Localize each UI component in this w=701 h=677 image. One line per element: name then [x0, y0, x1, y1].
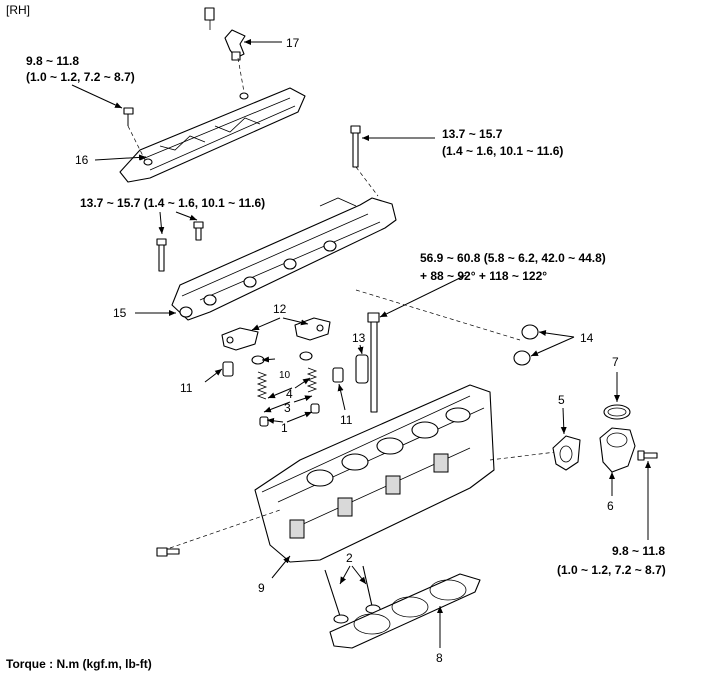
torque-outlet-line1: 9.8 ~ 11.8	[612, 544, 665, 558]
callout-13: 13	[352, 331, 366, 345]
head-gasket-8	[329, 573, 481, 649]
plugs-14	[513, 324, 539, 366]
outlet-bolt	[637, 450, 658, 461]
callout-1: 1	[281, 421, 288, 435]
callout-11-left: 11	[180, 381, 193, 395]
callout-11-right: 11	[340, 413, 353, 427]
upper-bolt	[350, 125, 379, 197]
torque-outlet-line2: (1.0 ~ 1.2, 7.2 ~ 8.7)	[557, 563, 666, 577]
tube-13	[355, 354, 369, 384]
callout-5: 5	[558, 393, 565, 407]
o-ring-7	[603, 404, 631, 420]
torque-headbolt-line2: + 88 ~ 92° + 118 ~ 122°	[420, 269, 547, 283]
rocker-arms-12	[221, 317, 331, 351]
water-outlet-6	[599, 427, 636, 473]
callout-3: 3	[284, 401, 291, 415]
retainer-10	[251, 351, 313, 365]
callout-4: 4	[286, 387, 293, 401]
callout-12: 12	[273, 302, 287, 316]
callout-10: 10	[279, 370, 291, 381]
sensor-17	[204, 7, 246, 61]
leader-lines	[71, 39, 651, 648]
cover-bolt-16	[123, 107, 146, 161]
torque-headbolt-line1: 56.9 ~ 60.8 (5.8 ~ 6.2, 42.0 ~ 44.8)	[420, 251, 606, 265]
head-bolt	[367, 312, 380, 413]
callout-17: 17	[286, 36, 300, 50]
gasket-5	[552, 435, 581, 471]
carrier-bolts-15	[156, 221, 204, 272]
callout-16: 16	[75, 153, 89, 167]
callout-7: 7	[612, 355, 619, 369]
lash-adjusters-11	[222, 361, 344, 383]
side-tag: [RH]	[6, 3, 30, 17]
torque-units-note: Torque : N.m (kgf.m, lb-ft)	[6, 657, 152, 671]
cam-carrier-15	[171, 197, 397, 321]
torque-upper-line1: 13.7 ~ 15.7	[442, 127, 503, 141]
side-bolt	[156, 547, 180, 557]
torque-carrier15: 13.7 ~ 15.7 (1.4 ~ 1.6, 10.1 ~ 11.6)	[80, 196, 265, 210]
torque-upper-line2: (1.4 ~ 1.6, 10.1 ~ 11.6)	[442, 144, 563, 158]
torque-cover16-line2: (1.0 ~ 1.2, 7.2 ~ 8.7)	[26, 70, 135, 84]
callout-2: 2	[346, 551, 353, 565]
callout-14: 14	[580, 331, 594, 345]
callout-9: 9	[258, 581, 265, 595]
cylinder-head-cover-16	[119, 87, 306, 183]
torque-cover16-line1: 9.8 ~ 11.8	[26, 54, 79, 68]
cylinder-head-9	[254, 384, 495, 563]
valves-2	[324, 565, 381, 624]
callout-6: 6	[607, 499, 614, 513]
callout-8: 8	[436, 651, 443, 665]
callout-15: 15	[113, 306, 127, 320]
